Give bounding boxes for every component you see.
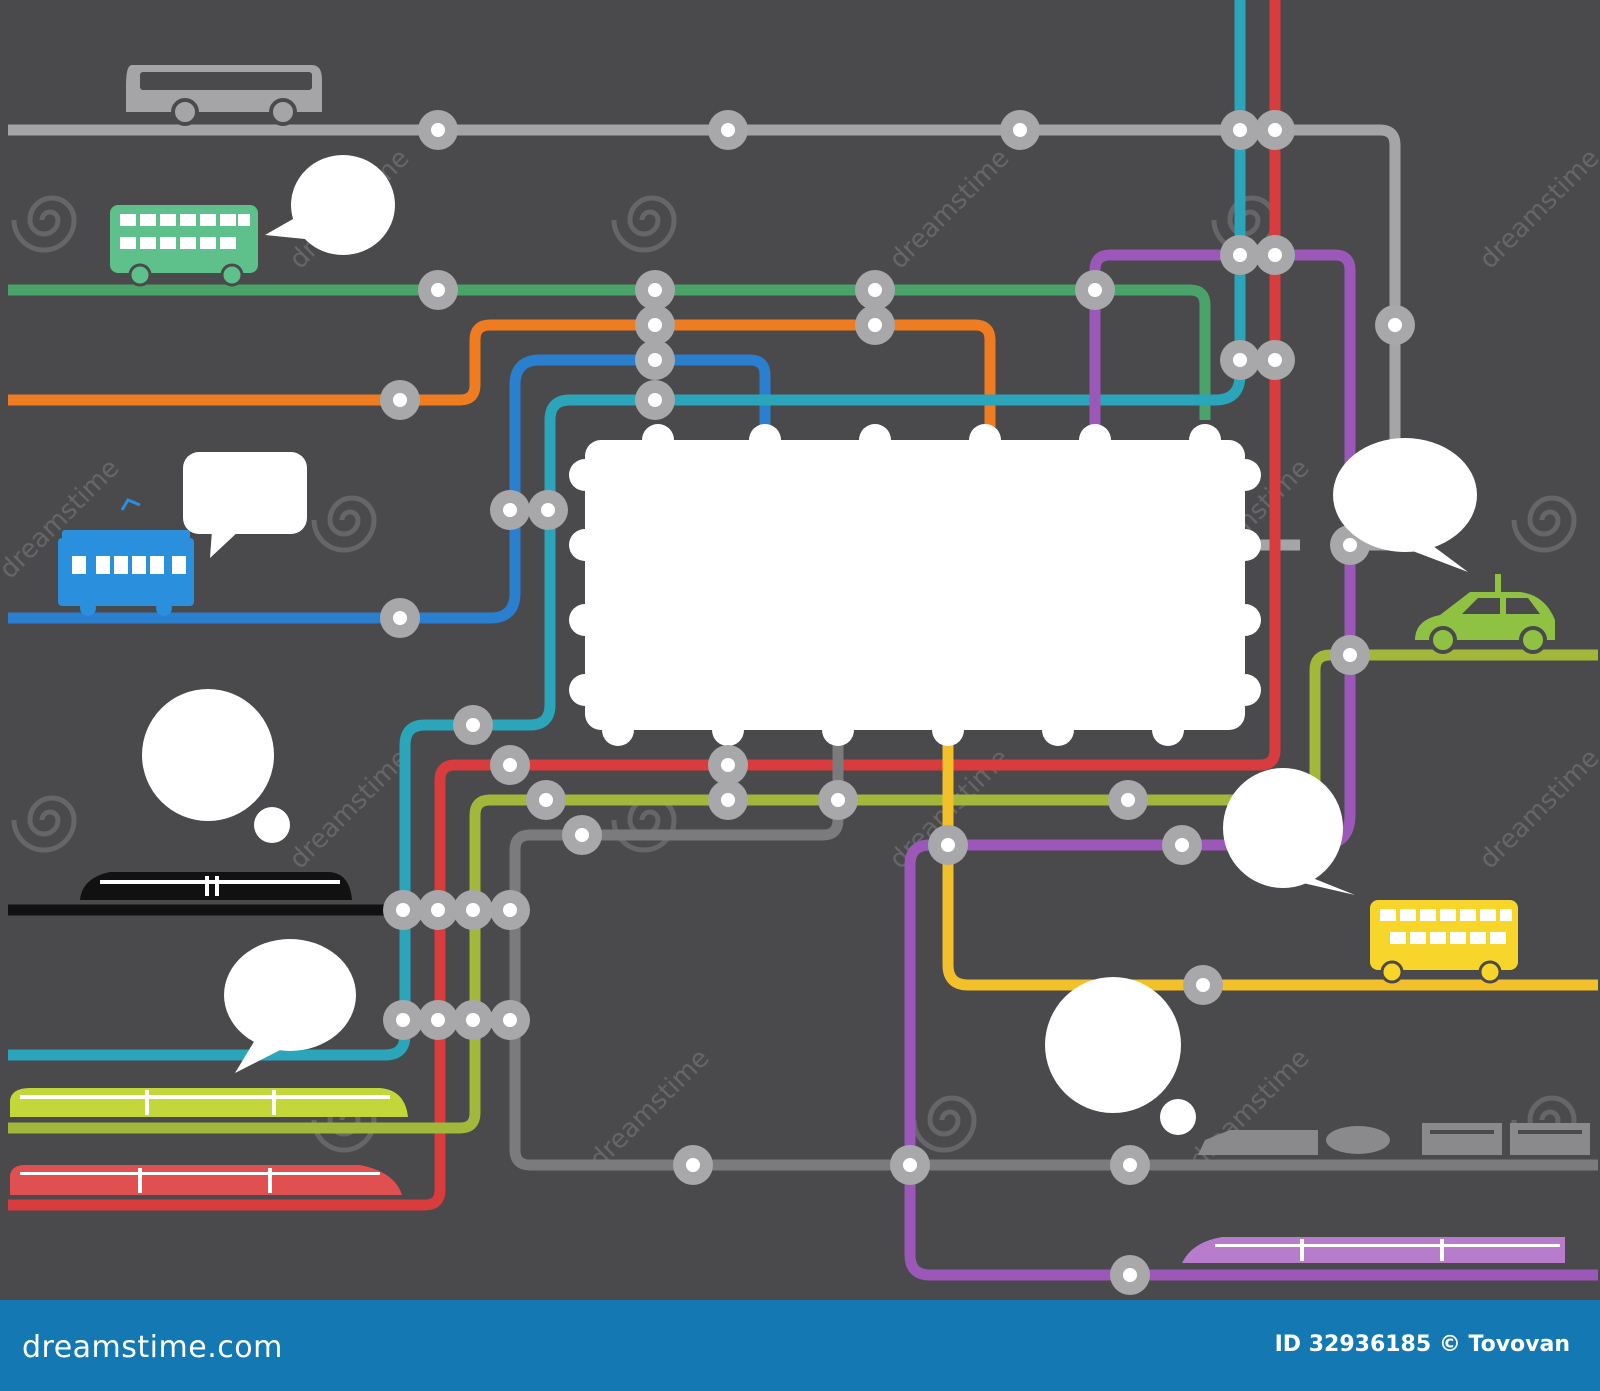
high-speed-train-black-icon bbox=[80, 872, 352, 900]
watermark-text: dreamstime bbox=[1474, 143, 1600, 275]
line-blue bbox=[8, 354, 771, 624]
station-center bbox=[393, 123, 1402, 1282]
line-darkgray bbox=[509, 725, 1598, 1171]
regional-train-lime-icon bbox=[10, 1088, 408, 1117]
speech-bubble bbox=[1333, 438, 1477, 572]
line-gray-top bbox=[8, 124, 1401, 551]
line-red bbox=[8, 0, 1281, 1211]
line-yellow bbox=[942, 730, 1598, 991]
footer-credit: ID 32936185 © Tovovan bbox=[1274, 1332, 1570, 1357]
coach-bus-icon bbox=[126, 65, 322, 126]
transit-lines bbox=[8, 0, 1598, 1281]
high-speed-train-purple-icon bbox=[1182, 1237, 1565, 1263]
speech-bubble bbox=[1223, 768, 1355, 895]
thought-bubble bbox=[142, 689, 290, 843]
footer-banner: dreamstime.com ID 32936185 © Tovovan bbox=[0, 1300, 1600, 1391]
watermark-text: dreamstime bbox=[884, 143, 1016, 275]
placard-scallops bbox=[569, 424, 1261, 746]
double-decker-bus-green-icon bbox=[110, 205, 258, 287]
transit-map-illustration: dreamstime dreamstime dreamstime dreamst… bbox=[0, 0, 1600, 1295]
watermark-text: dreamstime bbox=[1474, 743, 1600, 875]
high-speed-train-red-icon bbox=[10, 1165, 402, 1195]
double-decker-bus-yellow-icon bbox=[1370, 900, 1518, 984]
tram-blue-icon bbox=[58, 498, 194, 616]
speech-bubble bbox=[183, 452, 307, 558]
transit-map-svg: dreamstime dreamstime dreamstime dreamst… bbox=[0, 0, 1600, 1295]
stations bbox=[380, 110, 1415, 1295]
line-orange bbox=[8, 319, 996, 430]
watermark-text: dreamstime bbox=[1184, 1043, 1316, 1175]
line-purple bbox=[904, 249, 1598, 1281]
freight-train-gray-icon bbox=[1198, 1123, 1590, 1155]
line-green bbox=[8, 284, 1211, 420]
thought-bubble bbox=[1045, 977, 1196, 1135]
central-placard bbox=[569, 424, 1261, 746]
speech-bubble bbox=[265, 155, 395, 255]
footer-brand[interactable]: dreamstime.com bbox=[22, 1330, 283, 1365]
car-green-icon bbox=[1415, 574, 1555, 654]
speech-bubbles bbox=[142, 155, 1477, 1135]
speech-bubble bbox=[224, 939, 356, 1073]
watermark-text: dreamstime bbox=[284, 743, 416, 875]
line-lime bbox=[8, 649, 1598, 1134]
